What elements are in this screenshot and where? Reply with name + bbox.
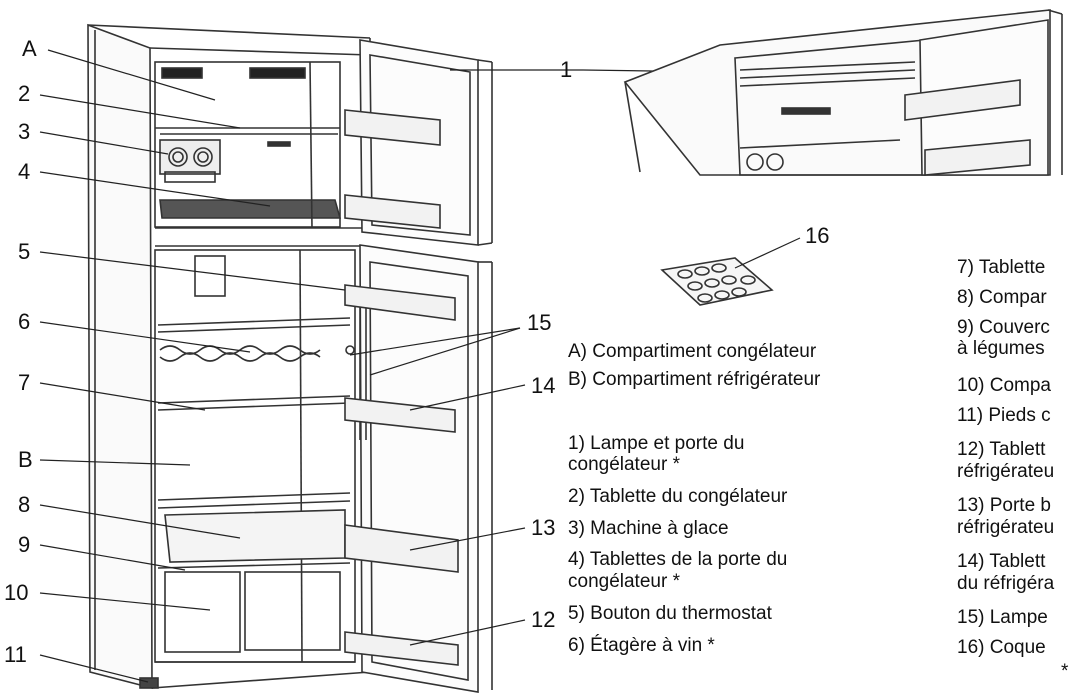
- callout-8: 8: [18, 492, 31, 517]
- callout-10: 10: [4, 580, 29, 605]
- legend-left-item: 3) Machine à glace: [568, 518, 729, 539]
- callout-5: 5: [18, 239, 31, 264]
- legend-left-item: congélateur *: [568, 571, 680, 592]
- legend-left-item: 1) Lampe et porte du: [568, 433, 745, 454]
- callout-9: 9: [18, 532, 31, 557]
- callout-7: 7: [18, 370, 31, 395]
- callout-16: 16: [805, 223, 830, 248]
- legend-right-item: 13) Porte b: [957, 495, 1051, 516]
- wine-rack: [159, 345, 355, 362]
- legend-left-item: 4) Tablettes de la porte du: [568, 549, 788, 570]
- callout-6: 6: [18, 309, 31, 334]
- legend-right-item: 9) Couverc: [957, 317, 1050, 338]
- callout-1: 1: [560, 57, 573, 82]
- legend-left-item: 5) Bouton du thermostat: [568, 603, 772, 624]
- callout-2: 2: [18, 81, 31, 106]
- legend-a: A) Compartiment congélateur: [568, 341, 817, 362]
- callout-A: A: [22, 36, 37, 61]
- legend-right-column: 7) Tablette 8) Compar 9) Couverc à légum…: [957, 0, 1076, 695]
- callout-14: 14: [531, 373, 556, 398]
- callout-B: B: [18, 447, 33, 472]
- legend-right-item: 10) Compa: [957, 375, 1051, 396]
- callout-4: 4: [18, 159, 31, 184]
- legend-b: B) Compartiment réfrigérateur: [568, 369, 821, 390]
- cabinet-outline: [87, 23, 371, 690]
- legend-right-item: 7) Tablette: [957, 257, 1046, 278]
- legend-right-item: 12) Tablett: [957, 439, 1046, 460]
- fridge-door: [344, 244, 493, 693]
- legend-left-item: 6) Étagère à vin *: [568, 635, 715, 656]
- leader-lines-left: [39, 49, 346, 683]
- legend-right-item: réfrigérateu: [957, 517, 1055, 538]
- legend-right-item: réfrigérateu: [957, 461, 1055, 482]
- legend-right-item: 15) Lampe: [957, 607, 1048, 628]
- egg-tray: [660, 237, 801, 306]
- legend-right-item: du réfrigéra: [957, 573, 1055, 594]
- callout-11: 11: [4, 642, 27, 667]
- callout-12: 12: [531, 607, 556, 632]
- legend-right-item: *: [1061, 661, 1069, 682]
- legend-right-item: 11) Pieds c: [957, 405, 1051, 426]
- freezer-door: [344, 39, 493, 246]
- callout-13: 13: [531, 515, 556, 540]
- callout-3: 3: [18, 119, 31, 144]
- callout-15: 15: [527, 310, 552, 335]
- legend-right-item: 16) Coque: [957, 637, 1046, 658]
- legend-right-item: 14) Tablett: [957, 551, 1046, 572]
- legend-left-item: 2) Tablette du congélateur: [568, 486, 788, 507]
- legend-right-item: à légumes: [957, 338, 1045, 359]
- fridge-compartment: [139, 249, 356, 689]
- legend-right-item: 8) Compar: [957, 287, 1047, 308]
- freezer-lamp-inset: [623, 9, 1063, 176]
- freezer-compartment: [154, 61, 365, 247]
- legend-left-item: congélateur *: [568, 454, 680, 475]
